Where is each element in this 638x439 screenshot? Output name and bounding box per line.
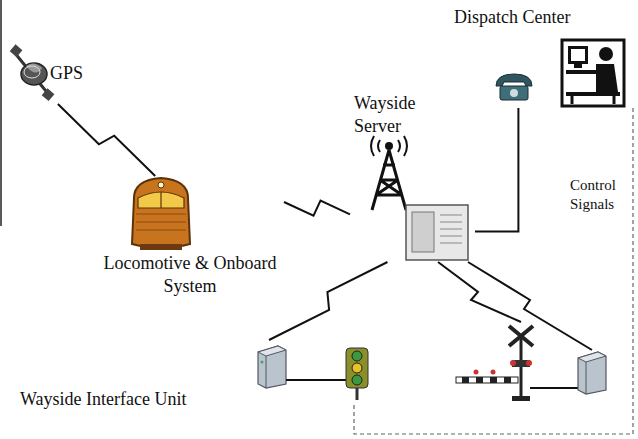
signal-light	[346, 348, 368, 400]
wireless-link	[58, 104, 155, 176]
locomotive-node: Locomotive & Onboard System	[100, 176, 284, 306]
dispatcher-icon	[562, 40, 624, 106]
wireless-link	[438, 262, 521, 322]
radio-tower-icon	[371, 136, 407, 210]
telephone-icon	[496, 74, 532, 100]
wireless-link	[284, 201, 350, 216]
satellite-icon	[10, 44, 55, 101]
wireless-link	[468, 262, 592, 350]
dispatch-node: Dispatch Center	[450, 6, 630, 108]
node-label: Dispatch Center	[454, 6, 624, 29]
node-label: Wayside Server	[354, 92, 444, 139]
wiu-node: Wayside Interface Unit	[16, 340, 288, 416]
control-signal-line	[354, 108, 633, 434]
gps-node: GPS	[12, 42, 114, 104]
wiu-device	[258, 346, 286, 388]
node-label: Locomotive & Onboard System	[100, 252, 280, 299]
wire	[286, 379, 352, 381]
signal-label: Control Signals	[570, 176, 632, 214]
node-label: GPS	[50, 62, 110, 85]
server-node: Wayside Server	[350, 92, 475, 262]
frame-line	[0, 0, 2, 226]
locomotive-icon	[132, 178, 190, 250]
server-icon	[406, 205, 468, 260]
wiu-device	[578, 352, 606, 394]
crossing-gate	[456, 326, 533, 401]
wire	[530, 387, 578, 389]
node-label: Wayside Interface Unit	[20, 388, 256, 411]
wireless-link	[269, 262, 388, 340]
wired-link	[475, 108, 518, 231]
